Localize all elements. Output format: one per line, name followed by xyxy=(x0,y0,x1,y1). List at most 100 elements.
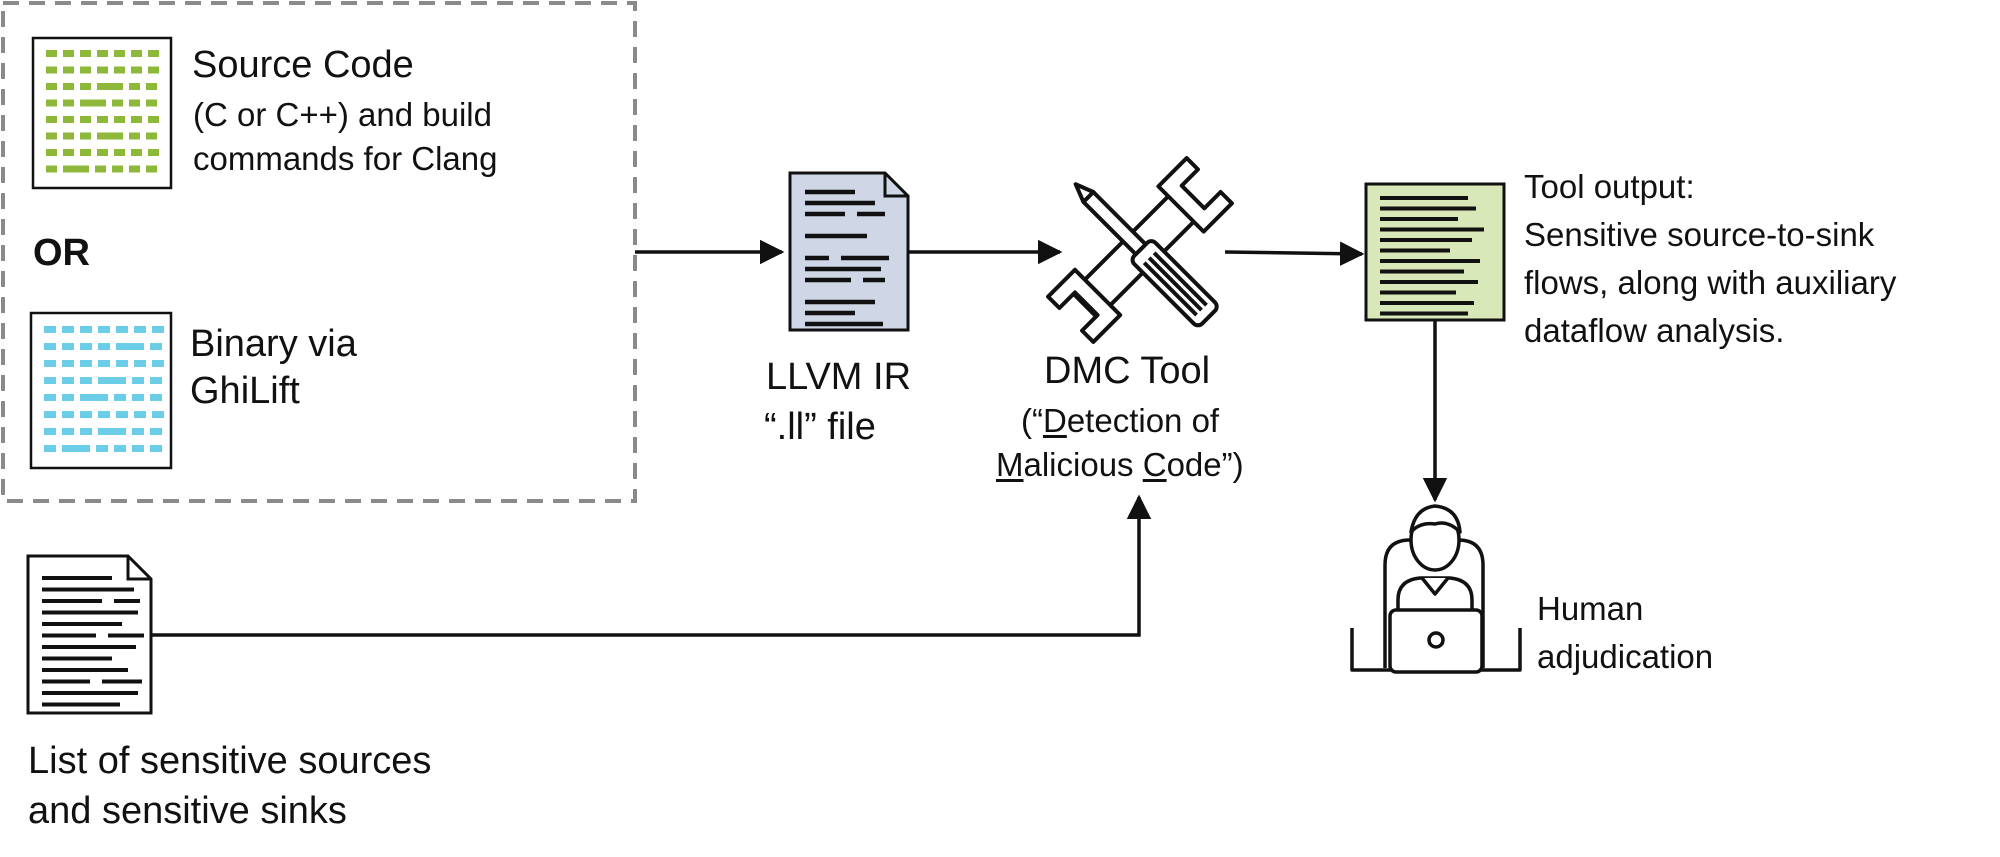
pattern-block xyxy=(46,83,57,90)
pattern-block xyxy=(98,343,110,350)
pattern-block xyxy=(44,377,56,384)
pattern-block xyxy=(97,149,108,156)
pattern-block xyxy=(44,343,56,350)
pattern-block xyxy=(97,50,108,57)
pattern-block xyxy=(46,66,57,74)
pattern-block xyxy=(98,428,126,435)
output-label-line2: Sensitive source-to-sink xyxy=(1524,216,1875,253)
pattern-block xyxy=(80,343,92,350)
pattern-block xyxy=(63,132,74,140)
pattern-block xyxy=(148,50,159,57)
pattern-block xyxy=(44,428,56,435)
pattern-block xyxy=(62,377,74,384)
pattern-block xyxy=(134,411,146,418)
human-label-line2: adjudication xyxy=(1537,638,1714,675)
pattern-block xyxy=(98,411,110,418)
pattern-block xyxy=(62,343,74,350)
dmc-tool-subtitle-line1: (“Detection of xyxy=(1021,402,1220,439)
pattern-block xyxy=(146,165,157,173)
pattern-block xyxy=(116,360,128,367)
pattern-block xyxy=(116,326,128,333)
pattern-block xyxy=(62,326,74,333)
pattern-block xyxy=(150,377,162,384)
dmc-tool-title: DMC Tool xyxy=(1044,350,1211,392)
pattern-block xyxy=(97,66,108,74)
pattern-block xyxy=(44,394,56,401)
pattern-block xyxy=(44,411,56,418)
pattern-block xyxy=(62,360,74,367)
pattern-block xyxy=(150,445,162,452)
pattern-block xyxy=(132,394,144,401)
pattern-block xyxy=(63,165,89,173)
pattern-block xyxy=(150,428,162,435)
arrow-tool-to-output xyxy=(1224,241,1365,266)
pattern-block xyxy=(63,50,74,57)
pattern-block xyxy=(63,99,74,107)
pattern-block xyxy=(132,445,144,452)
pattern-block xyxy=(62,428,74,435)
pattern-block xyxy=(80,116,91,123)
pattern-block xyxy=(80,377,92,384)
pattern-block xyxy=(129,99,140,107)
pattern-block xyxy=(80,66,91,74)
pattern-block xyxy=(114,50,125,57)
pattern-block xyxy=(80,83,91,90)
pattern-block xyxy=(146,132,157,140)
output-label-line3: flows, along with auxiliary xyxy=(1524,264,1897,301)
pattern-block xyxy=(148,116,159,123)
llvm-ir-file-icon xyxy=(788,171,910,332)
llvm-label-line2: “.ll” file xyxy=(764,406,876,448)
arrow-list-to-tool xyxy=(151,494,1152,637)
pattern-block xyxy=(152,360,164,367)
pattern-block xyxy=(150,394,162,401)
pattern-block xyxy=(131,149,142,156)
pattern-block xyxy=(97,116,108,123)
pattern-block xyxy=(80,411,92,418)
pattern-block xyxy=(98,377,126,384)
pattern-block xyxy=(116,411,128,418)
output-label-line1: Tool output: xyxy=(1524,168,1695,205)
pattern-block xyxy=(112,165,123,173)
pattern-block xyxy=(46,99,57,107)
pattern-block xyxy=(46,165,57,173)
pattern-block xyxy=(146,83,157,90)
pattern-block xyxy=(44,360,56,367)
pattern-block xyxy=(129,165,140,173)
pattern-block xyxy=(80,428,92,435)
pattern-block xyxy=(62,394,74,401)
pattern-block xyxy=(150,343,162,350)
pattern-block xyxy=(63,116,74,123)
pattern-block xyxy=(62,445,90,452)
binary-label-line1: Binary via xyxy=(190,323,357,365)
output-label-line4: dataflow analysis. xyxy=(1524,312,1785,349)
pattern-block xyxy=(46,132,57,140)
binary-label-line2: GhiLift xyxy=(190,370,300,412)
pattern-block xyxy=(80,99,106,107)
input-group-box xyxy=(1,1,637,503)
source-code-icon xyxy=(31,36,173,190)
pattern-block xyxy=(148,149,159,156)
pattern-block xyxy=(98,360,110,367)
source-code-desc-line1: (C or C++) and build xyxy=(193,96,492,133)
pattern-block xyxy=(146,99,157,107)
pattern-block xyxy=(44,326,56,333)
or-label: OR xyxy=(33,232,90,274)
pattern-block xyxy=(63,149,74,156)
pattern-block xyxy=(44,445,56,452)
pattern-block xyxy=(80,149,91,156)
pattern-block xyxy=(112,99,123,107)
pattern-block xyxy=(62,411,74,418)
sources-list-label-line2: and sensitive sinks xyxy=(28,790,347,832)
tool-output-doc-icon xyxy=(1364,182,1506,322)
sources-sinks-list-doc-icon xyxy=(26,554,153,715)
source-code-desc-line2: commands for Clang xyxy=(193,140,498,177)
pattern-block xyxy=(131,50,142,57)
pattern-block xyxy=(114,394,126,401)
human-label-line1: Human xyxy=(1537,590,1644,627)
pattern-block xyxy=(46,50,57,57)
pattern-block xyxy=(134,326,146,333)
pattern-block xyxy=(114,445,126,452)
dmc-tool-subtitle-line2: Malicious Code”) xyxy=(996,446,1244,483)
binary-icon xyxy=(29,311,173,470)
